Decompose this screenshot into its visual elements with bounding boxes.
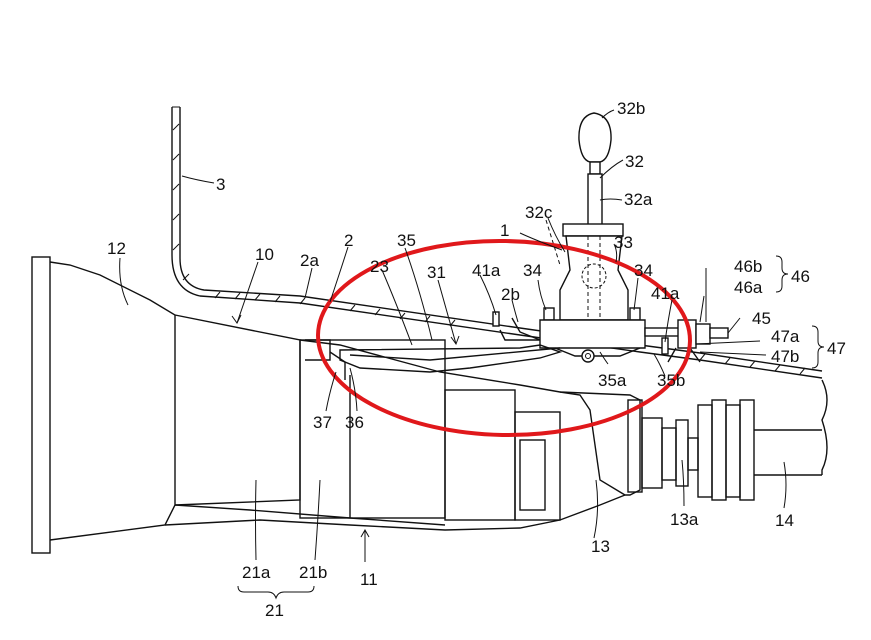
label-32c: 32c [525, 203, 553, 222]
shift-lever-assembly [492, 112, 729, 363]
label-34-right: 34 [634, 261, 653, 280]
label-47b: 47b [771, 347, 799, 366]
shift-bracket [305, 317, 563, 380]
label-41a-left: 41a [472, 261, 501, 280]
label-46b: 46b [734, 257, 762, 276]
label-35b: 35b [657, 371, 685, 390]
reference-labels: 32b 32 32a 32c 1 33 3 12 10 2a 2 35 23 3… [107, 99, 846, 620]
label-3: 3 [216, 175, 225, 194]
label-31: 31 [427, 263, 446, 282]
braces [237, 255, 825, 600]
label-12: 12 [107, 239, 126, 258]
label-21: 21 [265, 601, 284, 620]
label-35a: 35a [598, 371, 627, 390]
label-37: 37 [313, 413, 332, 432]
label-2b: 2b [501, 285, 520, 304]
label-47: 47 [827, 339, 846, 358]
label-32b: 32b [617, 99, 645, 118]
label-35: 35 [397, 231, 416, 250]
label-2: 2 [344, 231, 353, 250]
label-1: 1 [500, 221, 509, 240]
label-46: 46 [791, 267, 810, 286]
label-46a: 46a [734, 278, 763, 297]
label-10: 10 [255, 245, 274, 264]
label-45: 45 [752, 309, 771, 328]
label-32: 32 [625, 152, 644, 171]
label-47a: 47a [771, 327, 800, 346]
label-41a-right: 41a [651, 284, 680, 303]
label-23: 23 [370, 257, 389, 276]
label-32a: 32a [624, 190, 653, 209]
label-33: 33 [614, 233, 633, 252]
label-21b: 21b [299, 563, 327, 582]
label-2a: 2a [300, 251, 319, 270]
label-13: 13 [591, 537, 610, 556]
leader-lines [119, 109, 787, 562]
highlight-ellipse [316, 238, 692, 438]
label-13a: 13a [670, 510, 699, 529]
label-14: 14 [775, 511, 794, 530]
transmission-case [31, 256, 828, 554]
label-21a: 21a [242, 563, 271, 582]
label-36: 36 [345, 413, 364, 432]
label-34-left: 34 [523, 261, 542, 280]
label-11: 11 [360, 570, 378, 589]
